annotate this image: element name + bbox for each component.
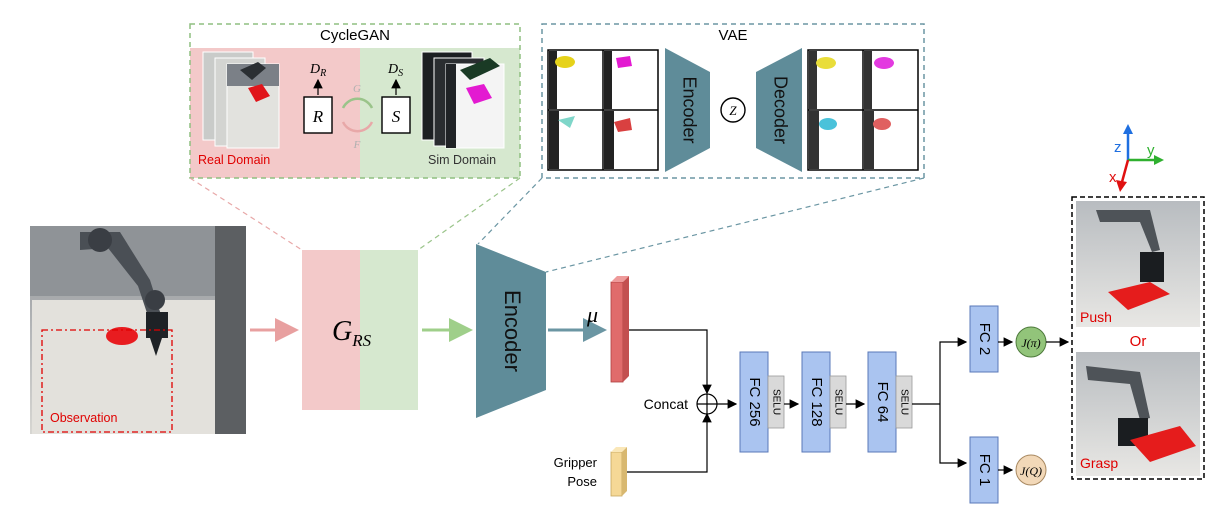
cyclegan-border	[189, 23, 521, 179]
d-s-label: DS	[387, 62, 403, 79]
fc128-label: FC 128	[808, 377, 825, 426]
f-label: F	[353, 139, 361, 151]
vae-panel: VAE Encoder Z Decoder	[541, 23, 925, 179]
vae-input-grid	[547, 49, 659, 171]
r-box-label: R	[312, 107, 324, 126]
red-bowl-icon	[106, 327, 138, 345]
g-rs-block: GRS	[302, 250, 418, 410]
g-rs-label: GRS	[332, 316, 372, 350]
gripper-pose-vector	[610, 451, 623, 497]
coordinate-axes-icon: z y x	[1109, 124, 1164, 192]
j-q-label: J(Q)	[1020, 464, 1042, 478]
fc64-label: FC 64	[874, 382, 891, 423]
selu-label-1: SELU	[770, 389, 781, 415]
z-node	[720, 97, 746, 123]
main-encoder-label: Encoder	[500, 290, 525, 372]
cyclegan-title: CycleGAN	[320, 27, 390, 44]
push-label: Push	[1080, 309, 1112, 325]
fc256-block	[739, 351, 769, 453]
selu-label-2: SELU	[832, 389, 843, 415]
s-box-label: S	[392, 107, 401, 126]
real-domain-images	[202, 51, 280, 149]
gripper-label-1: Gripper	[554, 455, 598, 470]
axis-y-label: y	[1147, 142, 1155, 159]
sim-domain-label: Sim Domain	[428, 153, 496, 167]
selu-block-1	[767, 375, 785, 429]
output-panel: Push Or Grasp	[1071, 196, 1205, 480]
selu-label-3: SELU	[898, 389, 909, 415]
mu-label: μ	[586, 302, 598, 327]
selu-block-2	[829, 375, 847, 429]
axis-x-label: x	[1109, 169, 1117, 186]
vae-encoder-label: Encoder	[679, 76, 699, 143]
vae-decoder-block	[756, 48, 802, 172]
j-pi-label: J(π)	[1021, 336, 1040, 350]
fc2-block	[969, 305, 999, 373]
red-object-icon	[248, 84, 270, 102]
magenta-object-icon	[466, 84, 492, 104]
z-label: Z	[729, 103, 737, 118]
fc64-block	[867, 351, 897, 453]
main-encoder-block	[476, 244, 546, 418]
push-object-icon	[1108, 282, 1170, 310]
grasp-object-icon	[1130, 426, 1196, 462]
g-label: G	[353, 83, 361, 95]
d-r-label: DR	[309, 62, 326, 79]
real-domain-label: Real Domain	[198, 153, 270, 167]
fc2-label: FC 2	[976, 323, 993, 356]
axis-z-label: z	[1114, 139, 1122, 156]
fc128-block	[801, 351, 831, 453]
cycle-arrow-f	[341, 121, 374, 133]
fc256-label: FC 256	[746, 377, 763, 426]
vae-encoder-block	[665, 48, 710, 172]
j-q-node	[1015, 454, 1047, 486]
r-box	[303, 96, 333, 134]
grasp-label: Grasp	[1080, 455, 1118, 471]
observation-image: Observation	[30, 226, 246, 434]
selu-block-3	[895, 375, 913, 429]
sim-domain-images	[421, 51, 505, 149]
cyclegan-panel: CycleGAN DR R DS S	[189, 23, 521, 179]
or-label: Or	[1130, 333, 1147, 350]
vae-border	[541, 23, 925, 179]
gripper-label-2: Pose	[567, 474, 597, 489]
s-box	[381, 96, 411, 134]
cycle-arrow-g	[341, 97, 374, 109]
fc1-block	[969, 436, 999, 504]
concat-label: Concat	[644, 396, 688, 412]
fc1-label: FC 1	[976, 454, 993, 487]
vae-decoder-label: Decoder	[770, 76, 790, 144]
vae-title: VAE	[719, 27, 748, 44]
vae-output-grid	[807, 49, 919, 171]
mu-vector	[610, 281, 624, 383]
observation-label: Observation	[50, 411, 117, 425]
